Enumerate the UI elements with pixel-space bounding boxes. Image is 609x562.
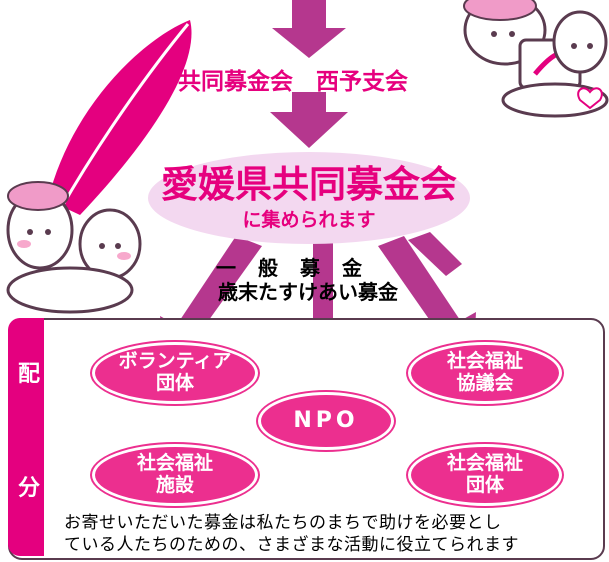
footer-line-1: お寄せいただいた募金は私たちのまちで助けを必要とし (64, 513, 502, 533)
node-volunteer-group: ボランティア 団体 (92, 342, 258, 404)
top-arrow (272, 0, 346, 58)
prefecture-fund-title: 愛媛県共同募金会 (161, 162, 457, 206)
far-right-arrow (408, 232, 462, 276)
node-facility-line1: 社会福祉 (136, 452, 213, 475)
node-group-line1: 社会福祉 (446, 452, 523, 475)
prefecture-fund-subtitle: に集められます (242, 209, 376, 232)
side-label-distribution-2: 分 (18, 476, 41, 501)
node-npo: NPO (258, 392, 394, 450)
node-volunteer-line1: ボランティア (118, 350, 232, 373)
prefecture-fund-oval: 愛媛県共同募金会 に集められます (148, 152, 470, 244)
node-social-welfare-council: 社会福祉 協議会 (408, 342, 562, 404)
distribution-side-band: 配 分 (8, 318, 44, 556)
feather-illustration (48, 20, 192, 215)
node-npo-label: NPO (293, 408, 359, 434)
node-social-welfare-facility: 社会福祉 施設 (92, 444, 258, 506)
node-council-line1: 社会福祉 (446, 350, 523, 373)
node-group-line2: 団体 (465, 474, 504, 496)
node-social-welfare-group: 社会福祉 団体 (408, 444, 562, 506)
left-mascots-illustration (6, 181, 142, 314)
middle-arrow (270, 92, 348, 148)
node-council-line2: 協議会 (456, 372, 514, 394)
side-label-distribution-1: 配 (18, 362, 41, 387)
general-fund-label: 一 般 募 金 (216, 256, 363, 280)
node-facility-line2: 施設 (155, 474, 194, 496)
yearend-fund-label: 歳末たすけあい募金 (218, 280, 398, 304)
node-volunteer-line2: 団体 (155, 372, 194, 394)
right-mascots-illustration (463, 0, 609, 118)
branch-label: 共同募金会 西予支会 (178, 69, 408, 95)
footer-line-2: ている人たちのための、さまざまな活動に役立てられます (64, 535, 519, 555)
